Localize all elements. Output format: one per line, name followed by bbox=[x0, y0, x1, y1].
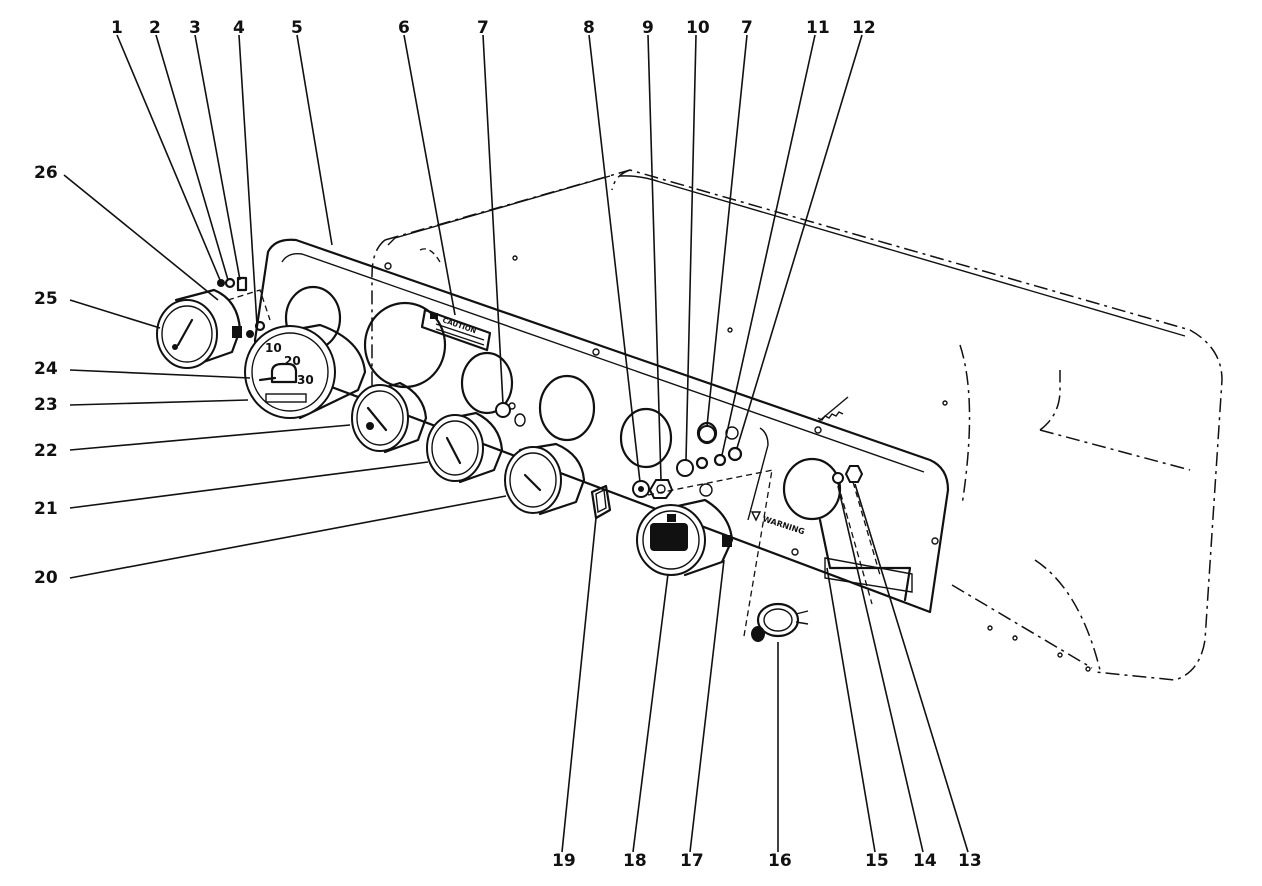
callout-6: 6 bbox=[398, 18, 410, 38]
lens-19 bbox=[590, 484, 612, 520]
indicator-18 bbox=[636, 498, 734, 577]
callout-22: 22 bbox=[34, 441, 58, 461]
gauge-25 bbox=[156, 288, 242, 369]
callout-24: 24 bbox=[34, 359, 58, 379]
callout-16: 16 bbox=[768, 851, 792, 871]
callout-14: 14 bbox=[913, 851, 937, 871]
callout-8: 8 bbox=[583, 18, 595, 38]
callout-5: 5 bbox=[291, 18, 303, 38]
callout-18: 18 bbox=[623, 851, 647, 871]
callout-13: 13 bbox=[958, 851, 982, 871]
callout-3: 3 bbox=[189, 18, 201, 38]
warning-decal-text: WARNING bbox=[761, 514, 805, 536]
callout-15: 15 bbox=[865, 851, 889, 871]
component-16 bbox=[751, 602, 809, 642]
callout-12: 12 bbox=[852, 18, 876, 38]
callout-7-left: 7 bbox=[477, 18, 489, 38]
callout-21: 21 bbox=[34, 499, 58, 519]
gauge-22 bbox=[351, 381, 428, 454]
callout-10: 10 bbox=[686, 18, 710, 38]
leader-lines bbox=[63, 34, 969, 853]
callout-4: 4 bbox=[233, 18, 245, 38]
callout-11: 11 bbox=[806, 18, 830, 38]
callout-2: 2 bbox=[149, 18, 161, 38]
callout-20: 20 bbox=[34, 568, 58, 588]
callout-labels: 1 2 3 4 5 6 7 8 9 10 7 11 12 26 25 24 23… bbox=[34, 18, 982, 871]
callout-17: 17 bbox=[680, 851, 704, 871]
speedo-mark-30: 30 bbox=[297, 373, 314, 387]
callout-26: 26 bbox=[34, 163, 58, 183]
speedometer-gauge: 10 20 30 bbox=[244, 323, 367, 420]
rear-housing bbox=[371, 169, 1223, 681]
gauge-20 bbox=[504, 442, 586, 516]
alignment-lines bbox=[227, 289, 881, 637]
callout-7-right: 7 bbox=[741, 18, 753, 38]
small-hardware bbox=[217, 276, 864, 499]
callout-25: 25 bbox=[34, 289, 58, 309]
callout-1: 1 bbox=[111, 18, 123, 38]
speedo-mark-10: 10 bbox=[265, 341, 282, 355]
callout-9: 9 bbox=[642, 18, 654, 38]
gauge-21 bbox=[426, 411, 504, 484]
callout-19: 19 bbox=[552, 851, 576, 871]
callout-23: 23 bbox=[34, 395, 58, 415]
